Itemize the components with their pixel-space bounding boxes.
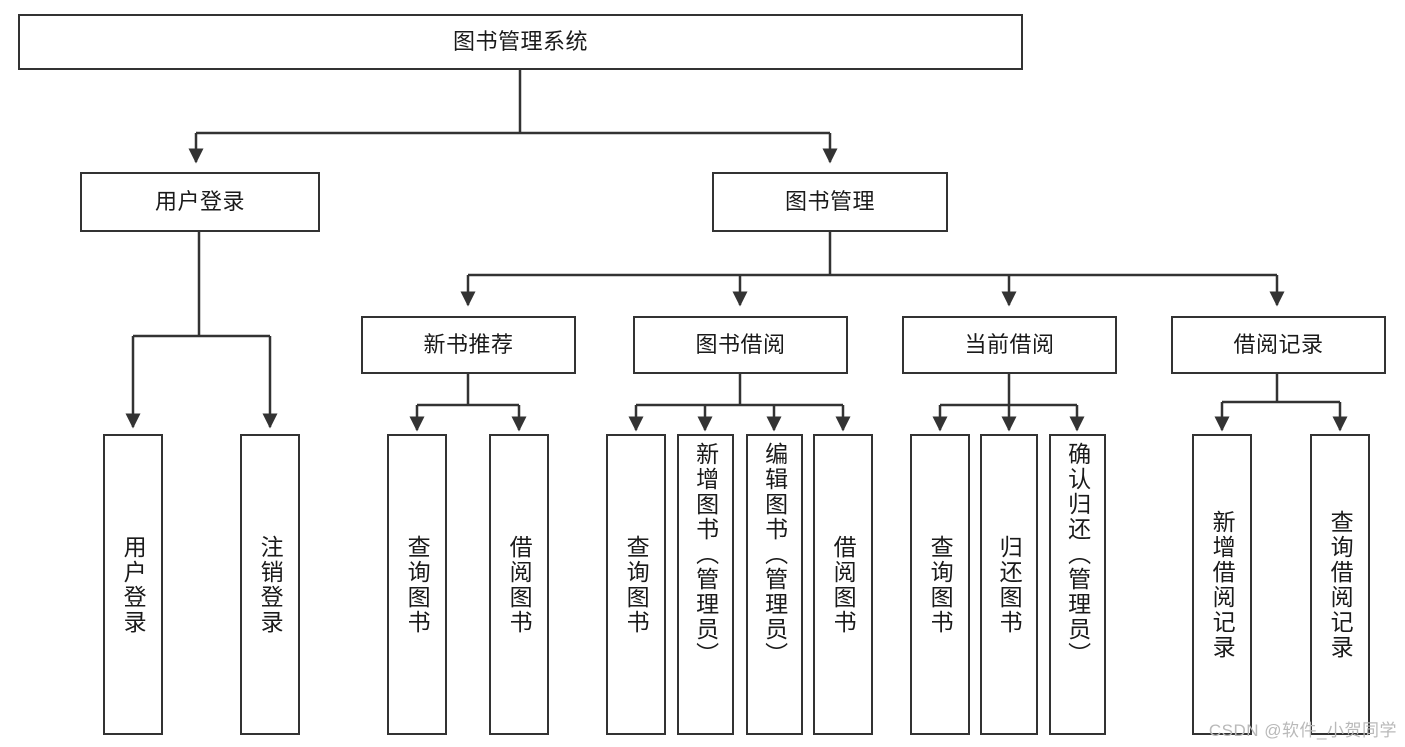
- node-leaf-return-book-label: 归还图书: [996, 534, 1023, 635]
- node-leaf-borrow-book-1-label: 借阅图书: [506, 534, 533, 635]
- node-leaf-edit-book[interactable]: 编辑图书（管理员）: [746, 434, 803, 735]
- node-leaf-user-login[interactable]: 用户登录: [103, 434, 163, 735]
- node-borrow-record-label: 借阅记录: [1233, 332, 1324, 358]
- node-root[interactable]: 图书管理系统: [18, 14, 1023, 70]
- node-borrow-record[interactable]: 借阅记录: [1171, 316, 1386, 374]
- node-leaf-user-logout[interactable]: 注销登录: [240, 434, 300, 735]
- node-leaf-borrow-book-2[interactable]: 借阅图书: [813, 434, 873, 735]
- node-leaf-query-book-1-label: 查询图书: [404, 534, 431, 635]
- node-leaf-query-book-3-label: 查询图书: [927, 534, 954, 635]
- node-new-book-rec[interactable]: 新书推荐: [361, 316, 576, 374]
- node-leaf-query-book-3[interactable]: 查询图书: [910, 434, 970, 735]
- node-leaf-edit-book-label: 编辑图书（管理员）: [761, 442, 788, 667]
- node-book-borrow[interactable]: 图书借阅: [633, 316, 848, 374]
- node-leaf-confirm-return-label: 确认归还（管理员）: [1064, 442, 1091, 667]
- node-leaf-add-record[interactable]: 新增借阅记录: [1192, 434, 1252, 735]
- node-leaf-query-record[interactable]: 查询借阅记录: [1310, 434, 1370, 735]
- node-leaf-user-login-label: 用户登录: [120, 534, 147, 635]
- node-user-login-label: 用户登录: [154, 189, 245, 215]
- node-leaf-borrow-book-2-label: 借阅图书: [830, 534, 857, 635]
- node-leaf-query-book-2[interactable]: 查询图书: [606, 434, 666, 735]
- node-current-borrow[interactable]: 当前借阅: [902, 316, 1117, 374]
- node-leaf-borrow-book-1[interactable]: 借阅图书: [489, 434, 549, 735]
- node-leaf-add-book[interactable]: 新增图书（管理员）: [677, 434, 734, 735]
- node-book-borrow-label: 图书借阅: [695, 332, 786, 358]
- node-leaf-query-record-label: 查询借阅记录: [1327, 509, 1354, 660]
- node-leaf-user-logout-label: 注销登录: [257, 534, 284, 635]
- watermark-text: CSDN @软件_小贺同学: [1208, 721, 1397, 740]
- node-leaf-add-book-label: 新增图书（管理员）: [692, 442, 719, 667]
- node-new-book-rec-label: 新书推荐: [423, 332, 514, 358]
- node-root-label: 图书管理系统: [452, 29, 588, 55]
- node-leaf-add-record-label: 新增借阅记录: [1209, 509, 1236, 660]
- node-current-borrow-label: 当前借阅: [964, 332, 1055, 358]
- node-book-manage-label: 图书管理: [784, 189, 875, 215]
- node-leaf-query-book-1[interactable]: 查询图书: [387, 434, 447, 735]
- node-book-manage[interactable]: 图书管理: [712, 172, 948, 232]
- node-leaf-query-book-2-label: 查询图书: [623, 534, 650, 635]
- node-user-login[interactable]: 用户登录: [80, 172, 320, 232]
- node-leaf-return-book[interactable]: 归还图书: [980, 434, 1038, 735]
- node-leaf-confirm-return[interactable]: 确认归还（管理员）: [1049, 434, 1106, 735]
